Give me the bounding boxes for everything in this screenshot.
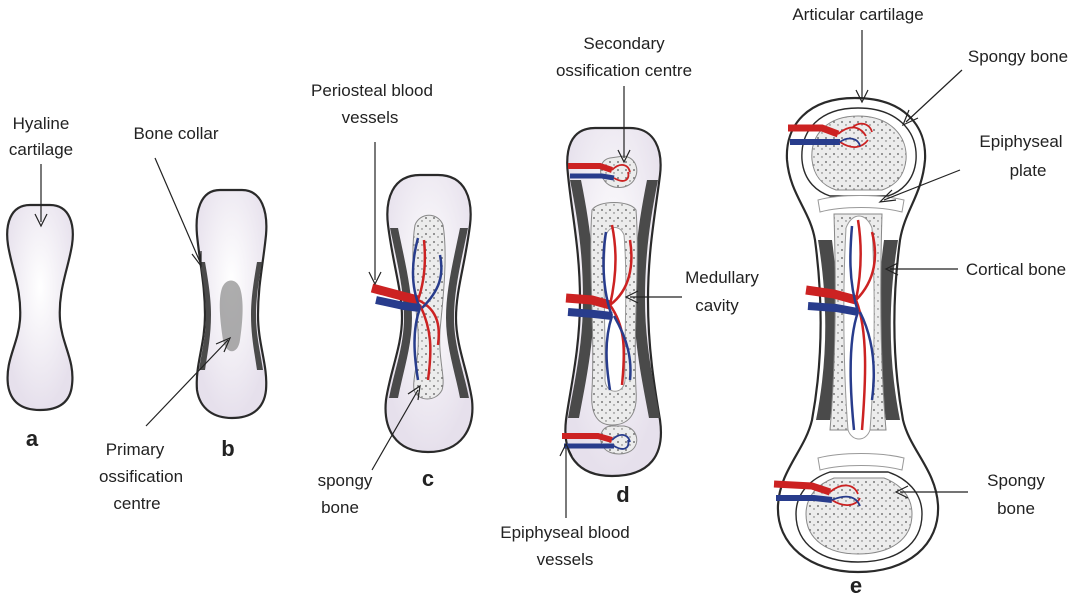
panel-b: Bone collar Primary ossification centre … [99, 124, 266, 513]
label-spongy-bottom: Spongy [987, 471, 1045, 490]
panel-letter-d: d [616, 482, 629, 507]
bone-collar-arrow [155, 158, 200, 262]
label-cortical-bone: Cortical bone [966, 260, 1066, 279]
label-cavity: cavity [695, 296, 739, 315]
secondary-ossification-centre-top [601, 156, 637, 188]
spongy-bone-top-arrow [906, 70, 962, 122]
label-medullary: Medullary [685, 268, 759, 287]
label-hyaline: Hyaline [13, 114, 70, 133]
panel-letter-b: b [221, 436, 234, 461]
label-centre: centre [113, 494, 160, 513]
label-articular-cartilage: Articular cartilage [792, 5, 923, 24]
hyaline-cartilage-model [7, 205, 73, 410]
panel-letter-e: e [850, 573, 862, 598]
panel-c: Periosteal blood vessels spongy bone c [311, 81, 472, 517]
label-vessels-d: vessels [537, 550, 594, 569]
label-spongy-c: spongy [318, 471, 373, 490]
label-vessels-c: vessels [342, 108, 399, 127]
label-primary: Primary [106, 440, 165, 459]
label-secondary: Secondary [583, 34, 665, 53]
label-bone-bottom: bone [997, 499, 1035, 518]
label-bone-collar: Bone collar [133, 124, 218, 143]
label-ossification-centre: ossification centre [556, 61, 692, 80]
medullary-cavity-e [844, 216, 874, 439]
label-epiphyseal: Epiphyseal [979, 132, 1062, 151]
panel-a: Hyaline cartilage a [7, 114, 73, 451]
label-periosteal-blood: Periosteal blood [311, 81, 433, 100]
panel-letter-c: c [422, 466, 434, 491]
label-cartilage: cartilage [9, 140, 73, 159]
label-bone-c: bone [321, 498, 359, 517]
label-epiphyseal-blood: Epiphyseal blood [500, 523, 629, 542]
panel-d: Secondary ossification centre Medullary … [500, 34, 759, 569]
panel-e: Articular cartilage Spongy bone Epiphyse… [774, 5, 1068, 598]
label-spongy-bone-top: Spongy bone [968, 47, 1068, 66]
label-ossification: ossification [99, 467, 183, 486]
label-plate: plate [1010, 161, 1047, 180]
panel-letter-a: a [26, 426, 39, 451]
